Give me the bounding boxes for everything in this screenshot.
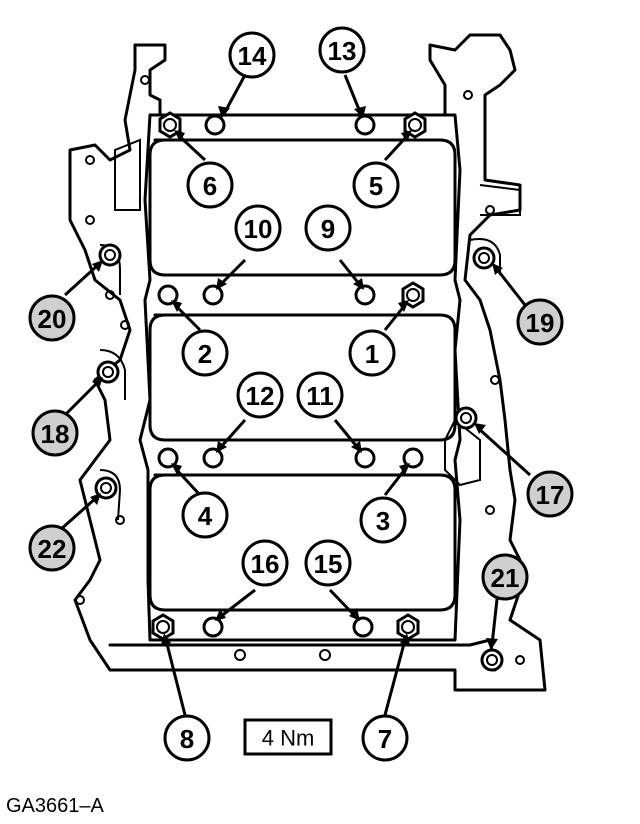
bolt-14 (204, 114, 226, 136)
casting-outline (68, 33, 547, 692)
callout-2: 2 (181, 329, 229, 377)
callout-16: 16 (241, 539, 289, 587)
svg-text:18: 18 (41, 419, 70, 449)
callout-21: 21 (481, 553, 529, 601)
bolt-8 (151, 613, 175, 641)
callout-17: 17 (526, 470, 574, 518)
svg-text:17: 17 (536, 480, 565, 510)
svg-text:1: 1 (365, 339, 379, 369)
callout-5: 5 (352, 161, 400, 209)
bolt-4 (157, 447, 179, 469)
svg-text:20: 20 (38, 304, 67, 334)
callout-18: 18 (31, 409, 79, 457)
bolt-2 (157, 284, 179, 306)
callout-22: 22 (28, 524, 76, 572)
svg-text:21: 21 (491, 563, 520, 593)
bolt-16 (202, 616, 224, 638)
callout-1: 1 (348, 329, 396, 377)
bolts (94, 111, 504, 672)
svg-text:4: 4 (198, 501, 213, 531)
callout-7: 7 (361, 714, 409, 762)
bolt-21 (480, 648, 504, 672)
svg-text:15: 15 (314, 549, 343, 579)
bolt-22 (94, 476, 118, 500)
bolt-15 (352, 616, 374, 638)
bolt-9 (354, 284, 376, 306)
callout-4: 4 (181, 491, 229, 539)
bolt-11 (354, 447, 376, 469)
svg-text:2: 2 (198, 339, 212, 369)
callout-8: 8 (163, 714, 211, 762)
svg-text:7: 7 (378, 724, 392, 754)
bolt-10 (202, 284, 224, 306)
bolt-20 (98, 243, 122, 267)
bolt-17 (454, 406, 478, 430)
svg-text:5: 5 (369, 171, 383, 201)
bolt-19 (472, 246, 496, 270)
svg-text:4 Nm: 4 Nm (262, 726, 315, 751)
callout-14: 14 (228, 31, 276, 79)
callout-15: 15 (304, 539, 352, 587)
svg-text:9: 9 (321, 214, 335, 244)
svg-text:16: 16 (251, 549, 280, 579)
svg-text:3: 3 (376, 506, 390, 536)
svg-text:12: 12 (246, 381, 275, 411)
callout-19: 19 (516, 298, 564, 346)
leaders (59, 74, 532, 716)
svg-text:10: 10 (244, 214, 273, 244)
svg-text:13: 13 (328, 36, 357, 66)
callout-9: 9 (304, 204, 352, 252)
svg-text:11: 11 (306, 381, 334, 411)
callout-10: 10 (234, 204, 282, 252)
callout-12: 12 (236, 371, 284, 419)
gasket-frame (108, 113, 497, 672)
svg-text:19: 19 (526, 308, 555, 338)
svg-text:14: 14 (238, 41, 267, 71)
svg-text:22: 22 (38, 534, 67, 564)
figure-id: GA3661–A (6, 795, 105, 817)
callout-20: 20 (28, 294, 76, 342)
callout-6: 6 (186, 161, 234, 209)
bolt-7 (396, 613, 420, 641)
svg-text:8: 8 (180, 724, 194, 754)
callout-13: 13 (318, 26, 366, 74)
bolt-12 (202, 447, 224, 469)
bolt-13 (354, 114, 376, 136)
bolt-3 (402, 447, 424, 469)
callout-3: 3 (359, 496, 407, 544)
svg-text:6: 6 (203, 171, 217, 201)
torque-spec-label: 4 Nm (243, 718, 333, 756)
callout-11: 11 (296, 371, 344, 419)
